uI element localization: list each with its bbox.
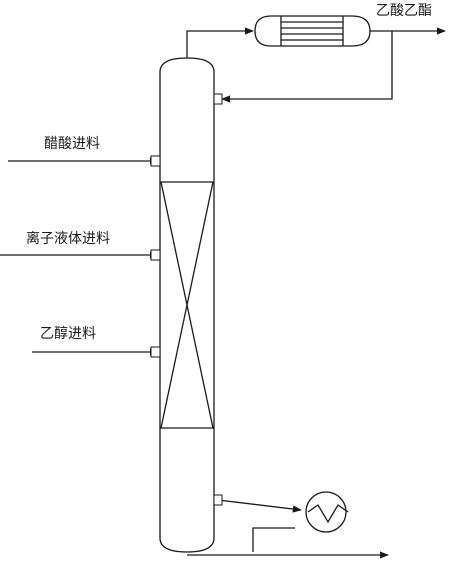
label-ionic-liquid-feed: 离子液体进料 [26, 230, 110, 247]
nozzle-acetic-acid [150, 155, 161, 167]
label-ethyl-acetate: 乙酸乙酯 [376, 3, 432, 19]
overhead-vapor-line [186, 27, 254, 58]
label-acetic-acid-feed: 醋酸进料 [44, 136, 100, 152]
nozzle-ethanol [150, 346, 161, 358]
distillation-column [159, 57, 215, 553]
reflux-line [221, 31, 393, 103]
nozzle-ionic-liquid [150, 249, 161, 261]
reboiler-coil [307, 504, 349, 524]
bottoms-branch-line [252, 527, 295, 552]
nozzle-reflux [213, 93, 223, 105]
condenser [254, 15, 371, 47]
nozzle-reboiler [213, 494, 223, 506]
reboiler-inlet-line [217, 499, 302, 513]
reboiler [305, 491, 347, 533]
label-ethanol-feed: 乙醇进料 [40, 325, 96, 342]
packing-cross-2 [160, 181, 214, 429]
